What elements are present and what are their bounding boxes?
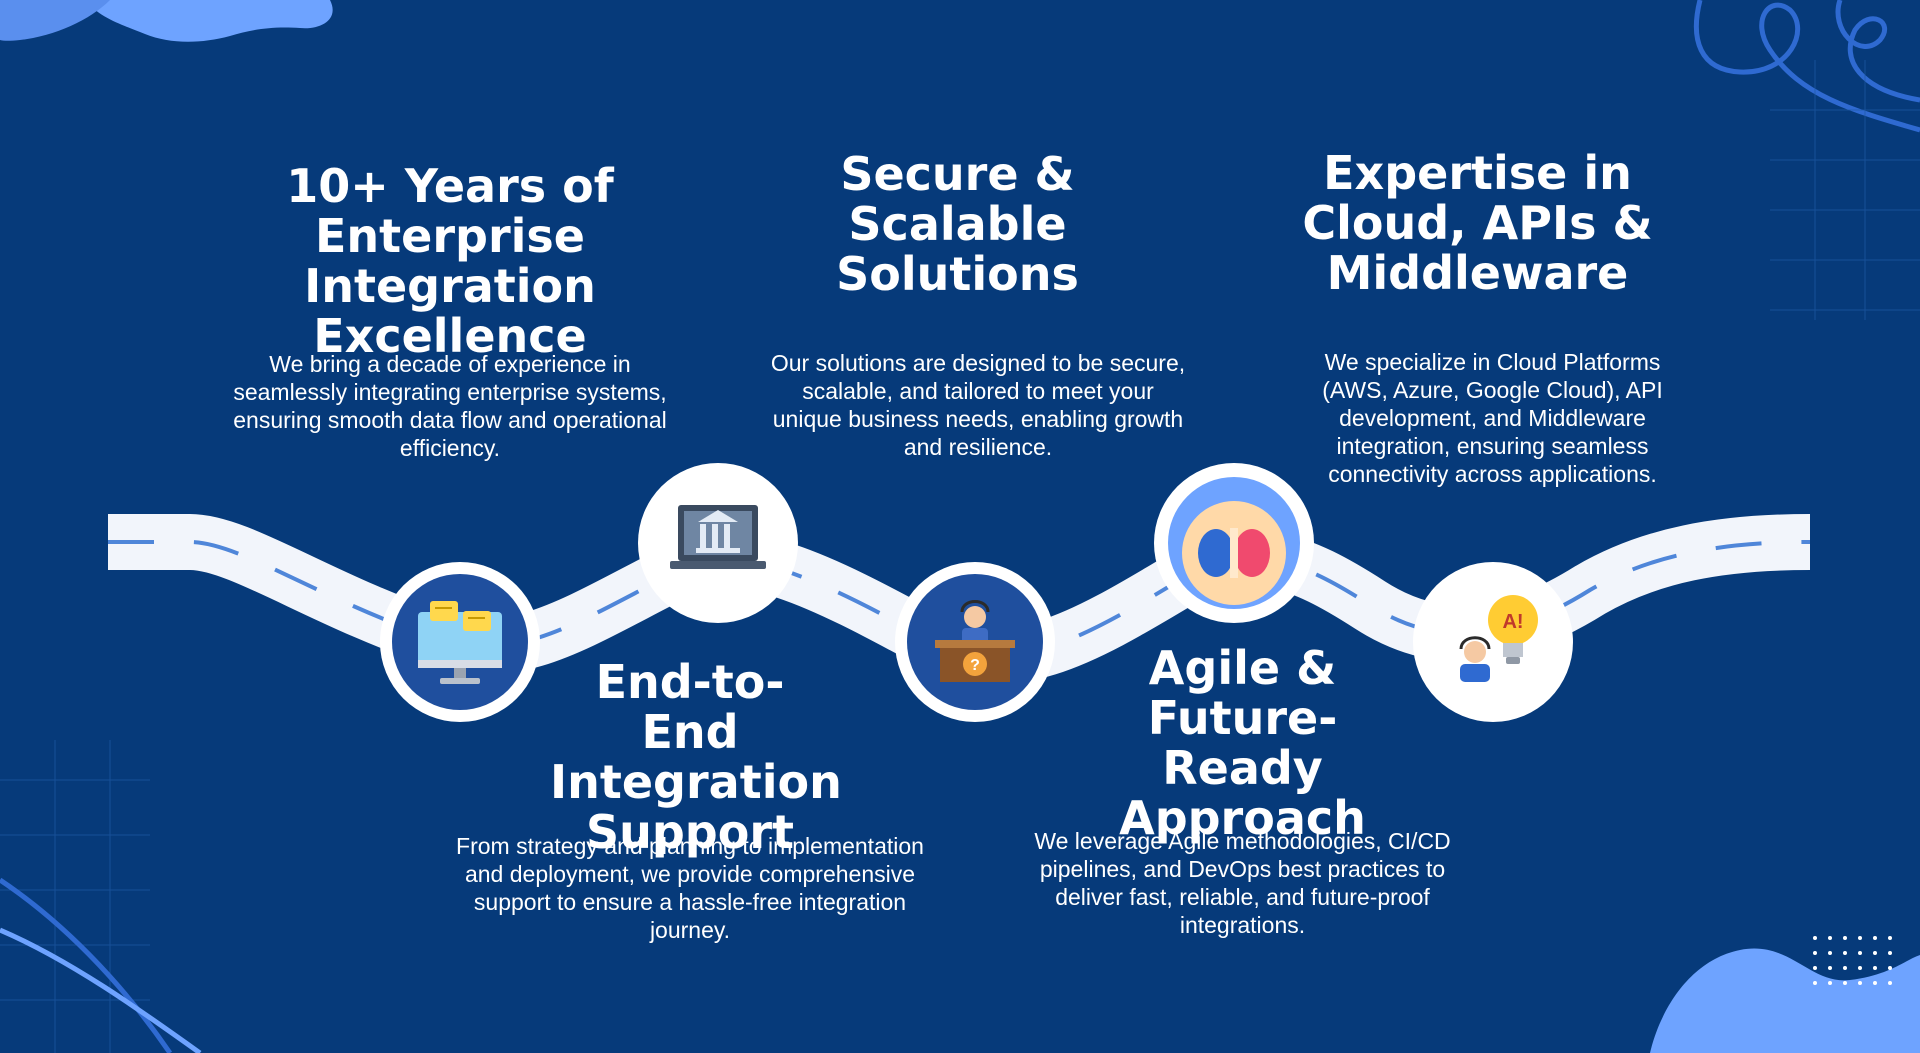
svg-text:A!: A! xyxy=(1502,611,1523,633)
section-2-description: From strategy and planning to implementa… xyxy=(456,833,924,943)
section-3-title: Secure & Scalable Solutions xyxy=(836,147,1079,301)
bottom-right-blob xyxy=(1650,948,1920,1053)
section-4-description: We leverage Agile methodologies, CI/CD p… xyxy=(1034,828,1451,938)
brain-icon xyxy=(1154,463,1314,623)
ai-lightbulb-icon: A! xyxy=(1413,562,1573,722)
top-right-swirl xyxy=(1693,0,1920,133)
bottom-left-arc-1 xyxy=(0,877,173,1053)
bottom-right-dots xyxy=(1813,936,1892,985)
top-left-blob-edge xyxy=(0,0,110,41)
top-left-blob xyxy=(0,0,333,42)
section-1-description: We bring a decade of experience in seaml… xyxy=(233,351,667,461)
section-3-description: Our solutions are designed to be secure,… xyxy=(770,350,1186,460)
top-right-swirl-2 xyxy=(1835,0,1920,103)
svg-text:?: ? xyxy=(970,657,980,674)
bottom-left-grid xyxy=(0,740,150,1053)
section-5-description: We specialize in Cloud Platforms (AWS, A… xyxy=(1322,349,1663,487)
section-5-title: Expertise in Cloud, APIs & Middleware xyxy=(1302,146,1653,300)
section-2-title: End-to-End Integration Support xyxy=(550,655,842,859)
help-desk-icon: ? xyxy=(895,562,1055,722)
top-right-grid xyxy=(1770,60,1920,320)
section-1-title: 10+ Years of Enterprise Integration Exce… xyxy=(286,159,614,363)
laptop-bank-icon xyxy=(638,463,798,623)
bottom-left-arc-2 xyxy=(0,927,202,1053)
section-4-title: Agile & Future-Ready Approach xyxy=(1119,641,1366,845)
chat-monitor-icon xyxy=(380,562,540,722)
